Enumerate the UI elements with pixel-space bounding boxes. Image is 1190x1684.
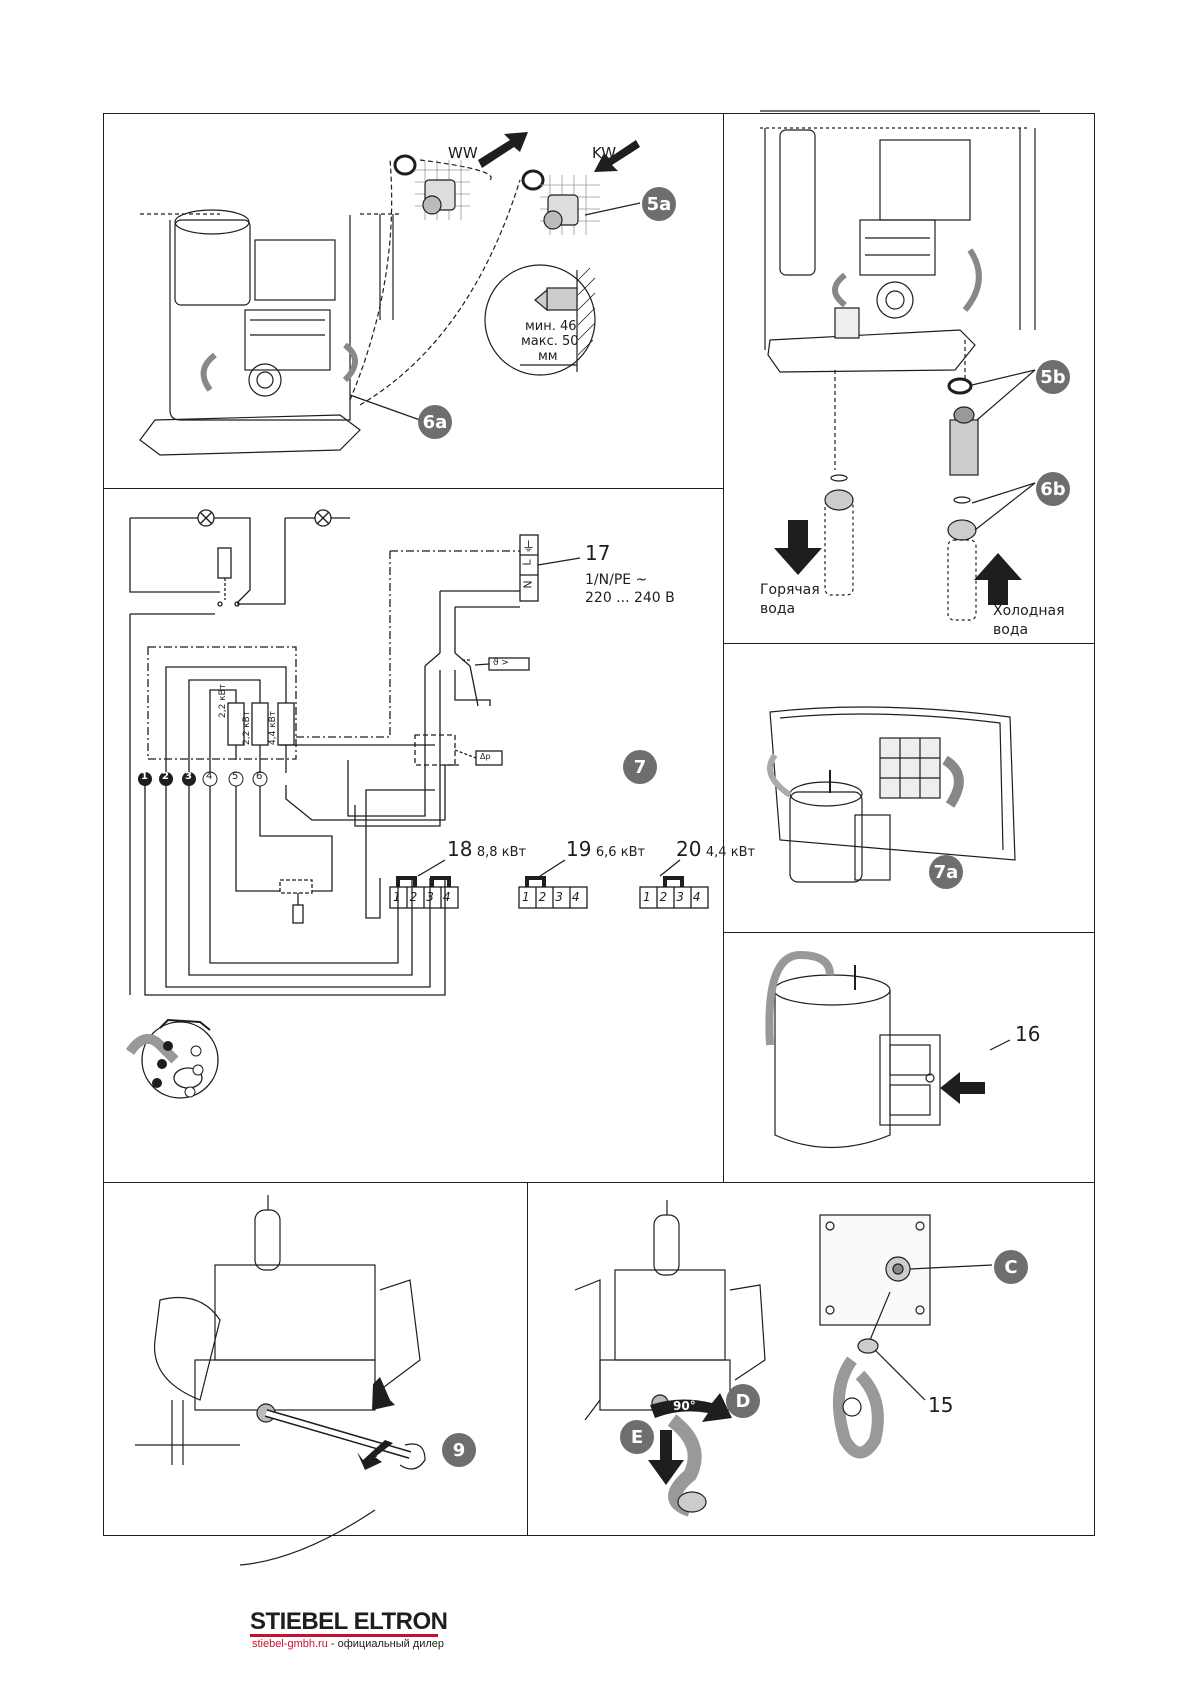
badge-9: 9 [442, 1433, 476, 1467]
terminal-label-1: 1 [141, 771, 148, 782]
badge-5a: 5a [642, 187, 676, 221]
terminal-label-6: 6 [256, 771, 263, 782]
bridge-18-pins: 1234 [393, 890, 460, 904]
terminal-label-2: 2 [162, 771, 169, 782]
brand-logo-underline [250, 1634, 438, 1637]
label-kw: KW [592, 144, 617, 162]
bridge-20-number: 20 [676, 837, 702, 861]
label-ww: WW [448, 144, 478, 162]
label-90-degrees: 90° [673, 1399, 696, 1413]
terminal-label-5: 5 [232, 771, 239, 782]
bridge-18-power: 8,8 кВт [476, 845, 527, 860]
pin-2: 2 [409, 890, 427, 904]
terminal-label-4: 4 [206, 771, 213, 782]
badge-6a: 6a [418, 405, 452, 439]
bridge-18-label: 18 8,8 кВт [447, 837, 527, 862]
pressure-symbol: Δp [480, 752, 491, 761]
arrow-loosen-icon [372, 1377, 395, 1410]
label-hot-water-2: вода [760, 601, 796, 617]
label-cold-water-1: Холодная [993, 603, 1065, 619]
arrow-hot-out-icon [478, 132, 528, 168]
dealer-line: stiebel-gmbh.ru - официальный дилер [252, 1638, 444, 1650]
badge-5b: 5b [1036, 360, 1070, 394]
arrow-cold-water-up-icon [974, 553, 1022, 605]
arrow-cold-in-icon [594, 140, 640, 172]
pin-2: 2 [538, 890, 556, 904]
label-hot-water-1: Горячая [760, 582, 820, 598]
bridge-19-power: 6,6 кВт [595, 845, 646, 860]
bridge-19-pins: 1234 [522, 890, 589, 904]
arrow-hot-water-down-icon [774, 520, 822, 575]
pin-3: 3 [555, 890, 572, 904]
pin-2: 2 [659, 890, 677, 904]
terminal-circles [138, 771, 268, 787]
pin-4: 4 [571, 890, 589, 904]
arrow-turn-90-icon [650, 1393, 732, 1422]
terminal-pe: ⏚ [522, 540, 536, 555]
label-16: 16 [1015, 1022, 1041, 1046]
badge-7a: 7a [929, 855, 963, 889]
bridge-18-number: 18 [447, 837, 473, 861]
pin-1: 1 [643, 890, 660, 904]
badge-6b: 6b [1036, 472, 1070, 506]
bridge-20-power: 4,4 кВт [705, 845, 756, 860]
bridge-19-number: 19 [566, 837, 592, 861]
pin-3: 3 [676, 890, 693, 904]
label-15: 15 [928, 1393, 954, 1417]
badge-7: 7 [623, 750, 657, 784]
label-plus: + [370, 1445, 382, 1461]
label-max-50: макс. 50 [521, 334, 579, 349]
dealer-text: - официальный дилер [327, 1638, 445, 1650]
badge-d: D [726, 1384, 760, 1418]
arrow-tighten-icon [357, 1440, 393, 1470]
arrow-pointer-16-icon [940, 1072, 985, 1104]
limiter-symbol: ϑ > [493, 658, 509, 668]
pin-3: 3 [426, 890, 443, 904]
label-supply-2: 220 ... 240 В [585, 590, 675, 606]
terminal-label-3: 3 [185, 771, 192, 782]
label-17: 17 [585, 541, 611, 565]
label-minus: − [378, 1392, 389, 1407]
pin-4: 4 [692, 890, 710, 904]
badge-e: E [620, 1420, 654, 1454]
panel-5b-6b [723, 113, 1095, 644]
label-supply-1: 1/N/PE ~ [585, 572, 648, 588]
bridge-20-pins: 1234 [643, 890, 710, 904]
pin-4: 4 [442, 890, 460, 904]
bridge-20-label: 20 4,4 кВт [676, 837, 756, 862]
label-mm: мм [538, 349, 558, 364]
brand-logo: STIEBEL ELTRON [250, 1608, 448, 1635]
rotary-switch-pins [152, 1041, 204, 1098]
badge-c: C [994, 1250, 1028, 1284]
arrow-pull-down-icon [648, 1430, 684, 1485]
dealer-url[interactable]: stiebel-gmbh.ru [252, 1638, 328, 1650]
pin-1: 1 [393, 890, 410, 904]
label-min-46: мин. 46 [525, 319, 577, 334]
label-cold-water-2: вода [993, 622, 1029, 638]
bridge-19-label: 19 6,6 кВт [566, 837, 646, 862]
panel-cde [527, 1182, 1095, 1536]
pin-1: 1 [522, 890, 539, 904]
